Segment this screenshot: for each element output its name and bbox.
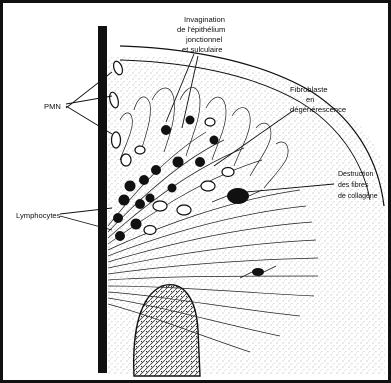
label-destruction-3: de collagène [338, 193, 378, 200]
label-fibroblaste-3: dégénérescence [290, 105, 346, 114]
tooth-surface [98, 26, 107, 373]
label-pmn: PMN [44, 102, 61, 111]
label-invagination-4: et sulculaire [182, 45, 223, 54]
label-invagination-3: jonctionnel [185, 35, 223, 44]
label-fibroblaste-1: Fibroblaste [290, 85, 328, 94]
label-destruction-1: Destruction [338, 171, 374, 178]
label-invagination-2: de l'épithélium [177, 25, 225, 34]
label-invagination-1: Invagination [184, 15, 225, 24]
label-destruction-2: des fibres [338, 182, 369, 189]
label-fibroblaste-2: en [306, 95, 314, 104]
label-lymphocytes: Lymphocytes [16, 211, 61, 220]
